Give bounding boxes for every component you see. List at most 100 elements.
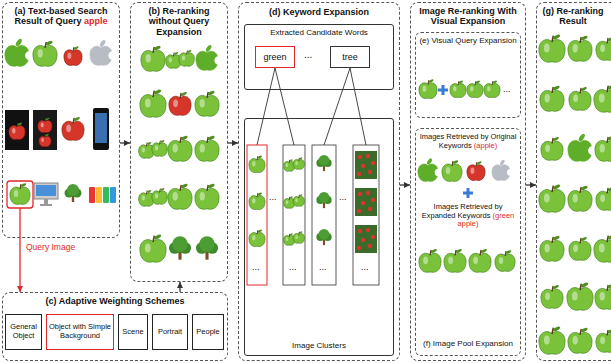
apple-picture — [444, 248, 466, 272]
ellipse-shape — [578, 133, 586, 142]
panel: (d) Keyword ExpansionExtracted Candidate… — [238, 2, 400, 361]
ellipse-shape — [422, 86, 426, 92]
path-shape — [580, 187, 581, 193]
player-picture — [110, 187, 116, 203]
ellipse-shape — [607, 36, 611, 41]
path-shape — [141, 50, 165, 71]
ellipse-shape — [552, 284, 559, 289]
ellipse-shape — [473, 257, 478, 265]
ellipse-shape — [572, 292, 578, 301]
text-slot: Image Clusters — [247, 341, 391, 350]
label-slot: Query Image — [26, 243, 75, 253]
path-shape — [450, 84, 466, 98]
path-shape — [580, 284, 581, 291]
path-shape — [20, 184, 21, 189]
apple-picture — [567, 282, 593, 310]
ellipse-shape — [155, 193, 158, 198]
ellipse-shape — [289, 196, 293, 199]
apple-picture — [540, 85, 564, 111]
apple-picture — [569, 236, 591, 260]
label-slot: ... — [361, 262, 369, 272]
keyword-link — [275, 68, 294, 145]
ellipsis-mark: ... — [252, 262, 260, 272]
path-shape — [607, 188, 608, 194]
path-shape — [580, 238, 581, 244]
category-box: Scene — [118, 314, 148, 350]
path-shape — [153, 91, 154, 98]
apple-logo-picture — [568, 133, 597, 162]
apple-picture — [39, 134, 51, 147]
ellipse-shape — [544, 336, 550, 345]
circle-shape — [319, 192, 330, 203]
path-shape — [541, 289, 563, 308]
path-shape — [195, 188, 219, 209]
path-shape — [249, 196, 265, 210]
path-shape — [33, 45, 57, 66]
ellipse-shape — [180, 135, 188, 141]
text-slot: (a) Text-based Search Result of Query ap… — [5, 6, 117, 27]
keyword-link — [350, 68, 366, 145]
path-shape — [195, 140, 219, 161]
path-shape — [595, 140, 611, 161]
apple-picture — [541, 284, 563, 308]
ellipse-shape — [153, 45, 161, 51]
fruit-dot — [368, 170, 372, 174]
apple-picture — [195, 135, 219, 161]
apple-picture — [195, 183, 219, 209]
ellipse-shape — [480, 248, 487, 253]
apple-picture — [467, 80, 483, 97]
fruit-dot — [361, 238, 365, 242]
ellipse-shape — [173, 100, 178, 108]
step-box: (e) Visual Query Expansion — [415, 32, 521, 118]
ellipsis-mark: ... — [503, 84, 511, 94]
path-shape — [552, 87, 553, 93]
apple-picture — [168, 183, 192, 209]
path-shape — [419, 253, 441, 272]
ellipse-shape — [207, 135, 215, 141]
ellipse-shape — [145, 99, 151, 108]
apple-picture — [38, 117, 52, 132]
path-shape — [539, 40, 565, 63]
ellipse-shape — [45, 134, 49, 137]
ellipse-shape — [607, 234, 611, 240]
box-label: People — [194, 328, 222, 337]
apple-picture — [568, 327, 592, 353]
ellipse-shape — [180, 183, 188, 189]
photo-tile — [33, 110, 57, 150]
apple-picture — [33, 40, 57, 66]
ellipse-shape — [423, 257, 428, 265]
computer-screen — [36, 185, 56, 196]
apple-picture — [595, 135, 611, 161]
ellipse-shape — [295, 198, 297, 202]
player-picture — [103, 187, 109, 203]
apple-picture — [568, 35, 592, 61]
tree-picture — [169, 236, 191, 259]
ellipse-shape — [286, 200, 288, 204]
path-shape — [552, 237, 553, 243]
ellipse-shape — [207, 90, 215, 96]
apple-picture — [179, 49, 195, 66]
apple-picture — [539, 34, 565, 62]
apple-picture — [168, 135, 192, 161]
ellipse-shape — [147, 141, 152, 145]
ellipse-shape — [99, 39, 107, 48]
ellipse-shape — [580, 185, 588, 191]
ellipse-shape — [187, 49, 192, 53]
path-shape — [140, 95, 166, 118]
path-shape — [444, 253, 466, 272]
photo-tile — [355, 151, 377, 179]
panel-title: (a) Text-based Search Result of Query ap… — [5, 6, 117, 27]
apple-logo-picture — [90, 39, 117, 65]
path-shape — [180, 93, 181, 99]
ellipse-shape — [487, 86, 491, 92]
path-shape — [540, 90, 564, 111]
ellipse-shape — [289, 233, 293, 236]
path-shape — [152, 143, 168, 156]
text-slot: Images Retrieved by Original Keywords (a… — [418, 133, 518, 150]
ellipsis-mark: ... — [361, 262, 369, 272]
ellipse-shape — [182, 55, 185, 60]
apple-picture — [539, 326, 565, 354]
path-shape — [455, 250, 456, 256]
ellipse-shape — [600, 337, 605, 345]
apple-picture — [539, 184, 565, 212]
